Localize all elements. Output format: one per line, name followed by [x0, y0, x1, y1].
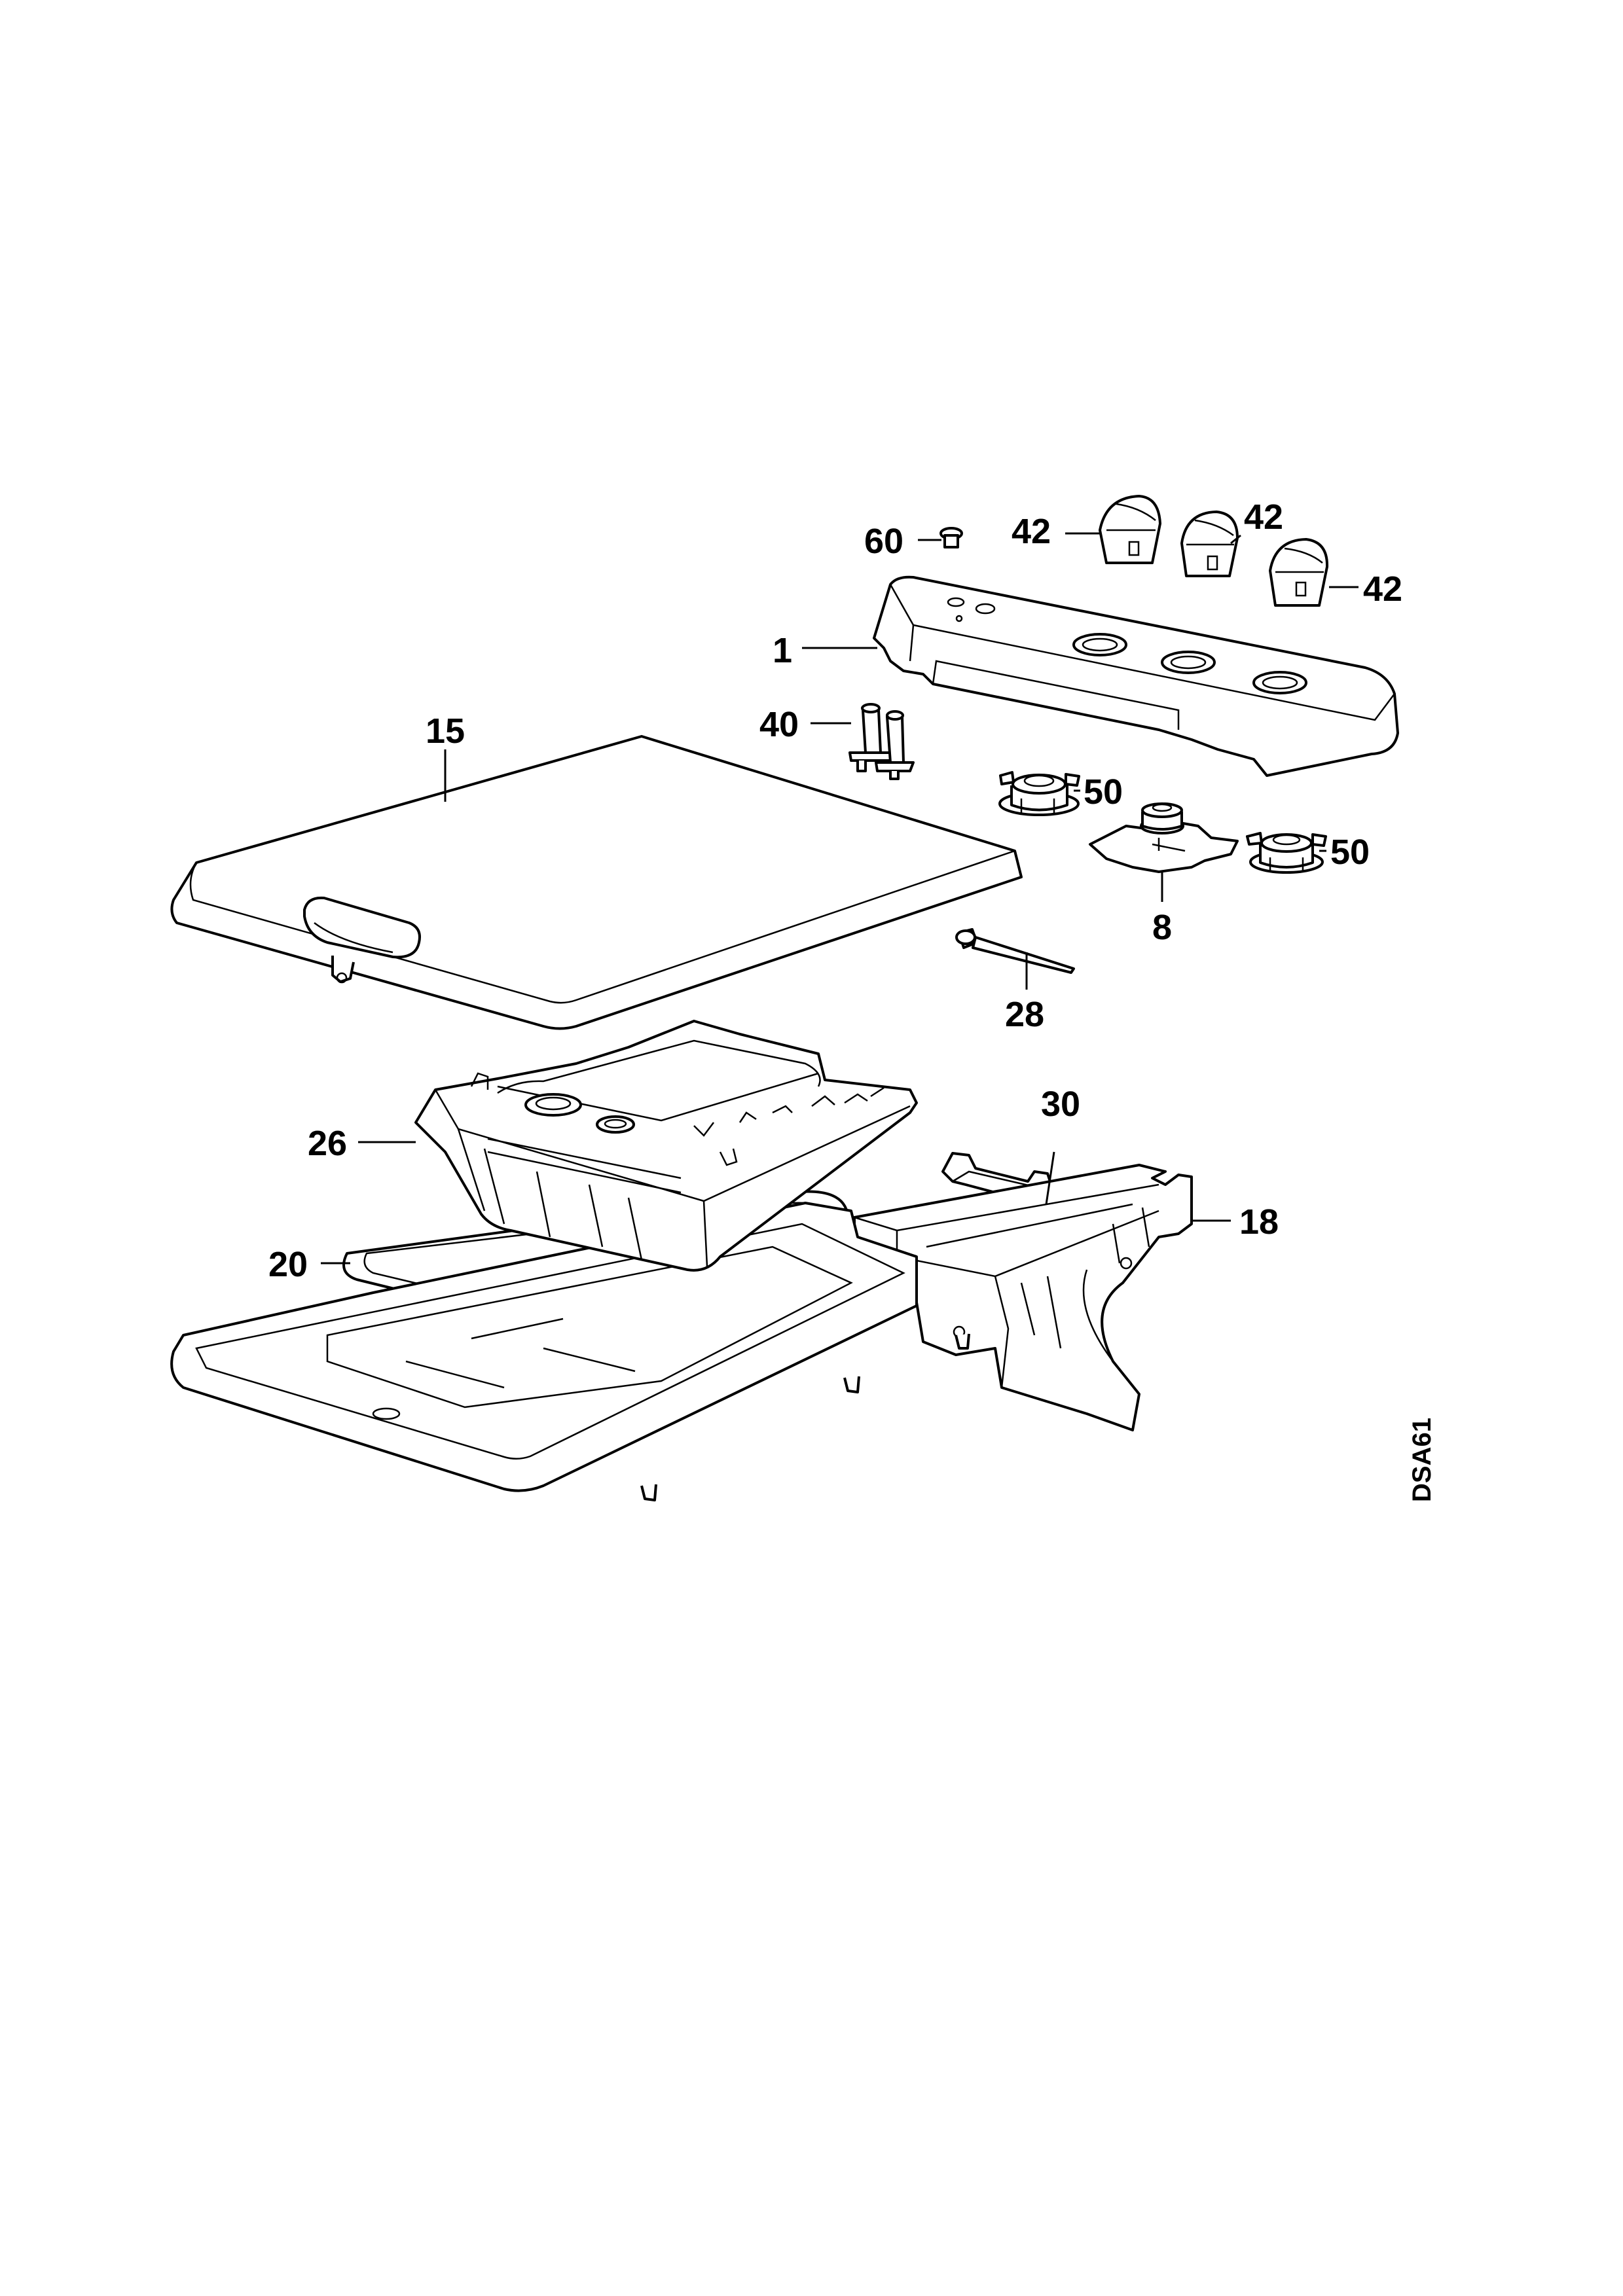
callout-15: 15 [426, 711, 465, 751]
base-frame [170, 1202, 970, 1501]
callout-42-right: 42 [1363, 569, 1402, 609]
callout-28: 28 [1005, 995, 1044, 1034]
leader-lines [321, 532, 1359, 1265]
callout-8: 8 [1152, 908, 1172, 947]
part-28-pin [955, 928, 1075, 974]
callout-30: 30 [1041, 1085, 1080, 1124]
part-42-knob-1 [1099, 495, 1161, 564]
part-60-screw [939, 527, 963, 548]
part-15-lid [170, 735, 1023, 1030]
part-8-selector-plate [1089, 802, 1239, 873]
part-40-switches [848, 703, 915, 780]
callout-18: 18 [1239, 1202, 1279, 1242]
callout-50-right: 50 [1330, 833, 1370, 872]
callout-42-middle: 42 [1244, 497, 1283, 537]
callout-labels: 60 42 42 42 1 40 15 50 50 8 28 30 26 18 … [268, 497, 1402, 1284]
callout-60: 60 [864, 522, 903, 561]
callout-50-left: 50 [1084, 772, 1123, 812]
part-50-bushing-2 [1246, 832, 1327, 874]
part-50-bushing-1 [998, 771, 1080, 816]
callout-40: 40 [759, 705, 799, 744]
part-26-drawer [414, 1020, 918, 1272]
callout-26: 26 [308, 1124, 347, 1163]
callout-42-left: 42 [1012, 512, 1051, 551]
callout-20: 20 [268, 1245, 308, 1284]
part-18-duct [853, 1164, 1193, 1431]
part-1-control-panel [873, 575, 1399, 777]
part-42-knob-3 [1269, 538, 1329, 607]
drawing-code: DSA61 [1408, 1418, 1436, 1502]
part-42-knob-2 [1180, 511, 1239, 577]
callout-1: 1 [773, 631, 792, 670]
